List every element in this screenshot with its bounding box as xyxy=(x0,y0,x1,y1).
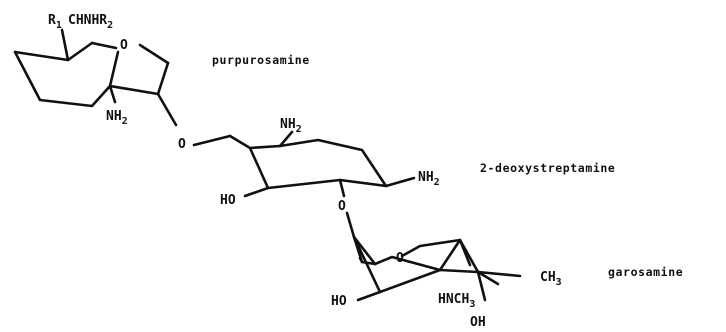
ring3-hydroxyl-label: HO xyxy=(331,294,347,309)
ring3-oh-label: OH xyxy=(470,315,486,330)
ring2-hydroxyl-label: HO xyxy=(220,193,236,208)
link2-oxygen-label: O xyxy=(338,199,346,214)
ring1-amine-label: NH2 xyxy=(106,109,128,127)
purpurosamine-ring xyxy=(13,28,178,127)
deoxystreptamine-label: 2-deoxystreptamine xyxy=(480,161,615,175)
ring2-right-amine-label: NH2 xyxy=(418,170,440,188)
ring3-oxygen-label: O xyxy=(396,251,404,266)
ring3-methyl-label: CH3 xyxy=(540,270,562,288)
glycosidic-bond-2 xyxy=(345,211,356,239)
garosamine-label: garosamine xyxy=(608,265,683,279)
glycosidic-bond-1 xyxy=(192,134,232,147)
purpurosamine-label: purpurosamine xyxy=(212,53,310,67)
ring3-methylamine-label: HNCH3 xyxy=(438,292,475,310)
chnhr2-label: CHNHR2 xyxy=(68,13,113,31)
ring2-top-amine-label: NH2 xyxy=(280,117,302,135)
deoxystreptamine-ring xyxy=(228,130,416,198)
r1-label: R1 xyxy=(48,13,62,31)
ring1-oxygen-label: O xyxy=(120,38,128,53)
link1-oxygen-label: O xyxy=(178,137,186,152)
garosamine-ring xyxy=(352,235,522,302)
